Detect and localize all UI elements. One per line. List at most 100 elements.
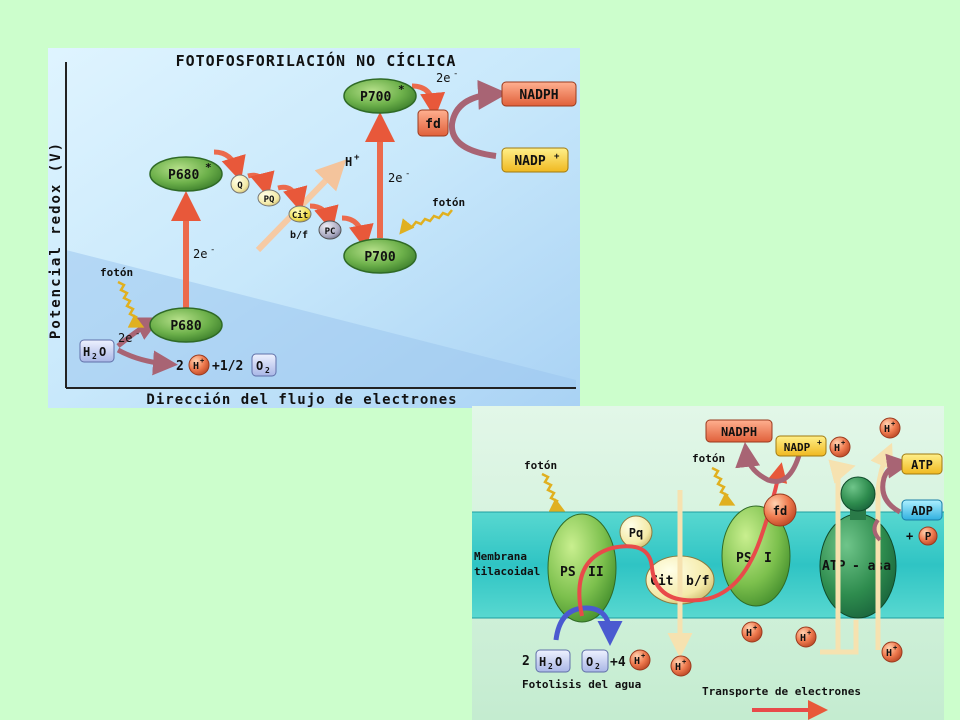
electron-label: 2e [118,331,132,345]
atpasa-label-a: ATP [822,559,846,574]
atp-synthase-head [840,476,876,512]
x-axis-label: Dirección del flujo de electrones [146,392,457,408]
electron-transport-legend-label: Transporte de electrones [702,685,861,698]
atp-box [901,453,943,475]
cit-carrier [288,205,312,223]
water-splitting-arrow [553,605,623,646]
water-product-arrow [116,347,178,376]
psii-label-a: PS [560,565,576,580]
p700-oval [343,238,417,274]
nadph-label: NADPH [721,425,757,439]
photon-wave-icon [399,209,453,235]
fd-box [417,109,449,137]
membrane-label-2: tilacoidal [474,565,540,578]
pq-label: Pq [629,526,643,540]
nadp-reduction-arrow [448,79,508,159]
proton-ball-sup: + [641,652,645,660]
nadph-box [705,419,773,443]
proton-flow-arrow [828,459,856,652]
oxygen-o: O [586,655,593,669]
oxygen-o: O [256,359,263,373]
svg-text:+: + [753,624,757,632]
nadp-sup: + [554,152,560,162]
water-sub: 2 [92,352,97,361]
pq-carrier [257,189,281,207]
proton-ball: H + [829,436,851,458]
nadp-box [775,435,827,457]
pq-label: PQ [264,195,275,205]
p680-star-label: P680 [168,168,199,183]
proton-ball: H + [670,655,692,677]
star-mark: * [205,161,212,174]
adp-box [901,499,943,521]
membrane-label-1: Membrana [474,550,527,563]
pc-carrier [318,220,342,240]
svg-text:H: H [834,443,840,454]
photon-label: fotón [524,459,557,472]
svg-text:+: + [891,420,895,428]
phosphate-label: P [925,530,932,543]
atp-label: ATP [911,458,933,472]
water-box [535,649,571,673]
proton-ball-h: H [193,361,199,372]
water-o: O [99,345,106,359]
electron-transport-path [577,462,788,617]
half-label: +1/2 [212,359,243,374]
bf-label: b/f [290,230,308,241]
nadp-reduction-arrow [735,442,803,484]
electron-sup: - [453,69,458,79]
oxygen-box [581,649,609,673]
adp-label: ADP [911,504,933,518]
svg-text:H: H [800,633,806,644]
y-axis-label: Potencial redox (V) [48,141,64,339]
nadph-label: NADPH [519,88,558,103]
proton-ball-sup: + [200,357,204,365]
photolysis-label: Fotolisis del agua [522,678,641,691]
phosphate-ball [918,526,938,546]
svg-text:+: + [841,439,845,447]
plus-sign: + [906,529,913,543]
proton-ball: H + [741,621,763,643]
photon-wave-icon [711,466,736,506]
electron-arrow-2 [247,170,275,198]
fd-label: fd [773,504,787,518]
nadph-box [501,81,577,107]
oxygen-box [251,353,277,377]
psi-label-b: I [764,551,772,566]
coef-four: +4 [610,655,626,670]
fd-label: fd [425,117,441,132]
bf-label: b/f [686,574,709,589]
proton-ball-h: H [634,656,640,667]
electron-arrow-fd [411,83,446,118]
oxygen-sub: 2 [595,662,600,671]
electron-label: 2e [193,247,207,261]
svg-text:+: + [807,629,811,637]
photon-label: fotón [692,452,725,465]
svg-text:H: H [675,662,681,673]
ferredoxin [763,493,797,527]
nadp-sup: + [817,438,822,447]
svg-text:H: H [746,628,752,639]
psi-label-a: PS [736,551,752,566]
water-box [79,339,115,363]
electron-sup: - [405,169,410,179]
nadp-box [501,147,569,173]
electron-arrow-4 [309,203,339,232]
q-label: Q [237,181,243,191]
atpasa-label-b: - asa [852,559,891,574]
photon-wave-icon [541,472,566,512]
electron-label: 2e [436,71,450,85]
electron-arrow-3 [277,184,308,213]
svg-text:H: H [884,424,890,435]
cit-label: Cit [292,210,308,221]
electron-arrow-1 [213,149,246,182]
coef-two: 2 [176,359,184,374]
svg-text:H: H [886,648,892,659]
oxygen-sub: 2 [265,366,270,375]
electron-arrow-5 [341,215,374,250]
photon-wave-icon [117,280,145,328]
photon-label: fotón [432,196,465,209]
p680-oval [149,307,223,343]
p700-label: P700 [364,250,395,265]
